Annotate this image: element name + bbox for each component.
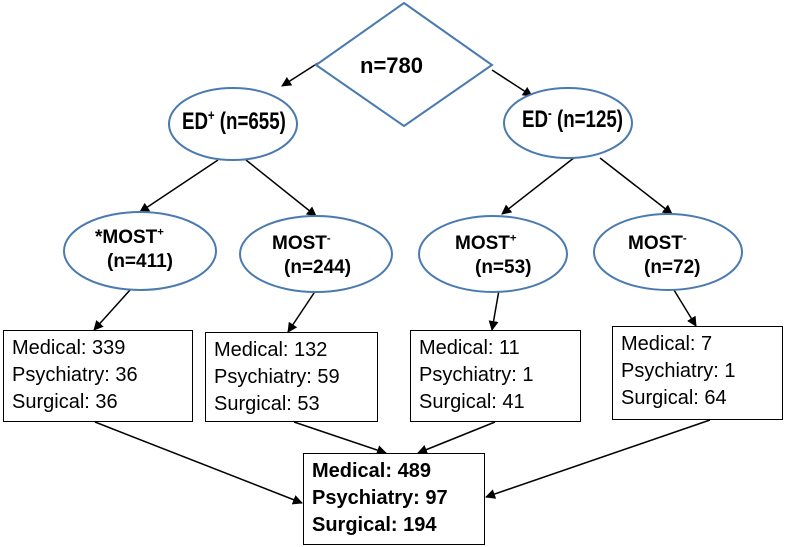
group1-box: Medical: 339 Psychiatry: 36 Surgical: 36 [3,330,193,422]
ed-neg-count: (n=125) [556,106,624,133]
group3-label: MOST+ (n=53) [455,232,532,280]
total-box: Medical: 489 Psychiatry: 97 Surgical: 19… [303,453,485,545]
group4-label: MOST- (n=72) [628,232,701,280]
group4-prefix: MOST [628,233,683,254]
group3-prefix: MOST [455,233,510,254]
group2-node [239,215,393,293]
group3-surgical: Surgical: 41 [419,391,525,413]
edge-box3-to-total [417,421,496,455]
group3-medical: Medical: 11 [419,337,520,359]
group3-box: Medical: 11 Psychiatry: 1 Surgical: 41 [410,330,581,422]
root-label: n=780 [360,53,423,78]
group2-count: (n=244) [284,257,352,278]
group3-count: (n=53) [475,257,532,278]
edge-group3-to-box3 [488,289,500,331]
group2-prefix: MOST [272,233,327,254]
group4-node [593,213,743,291]
total-surgical: Surgical: 194 [312,514,437,536]
ed-pos-node [168,87,298,161]
group2-sign: - [326,232,331,245]
group1-surgical: Surgical: 36 [12,391,118,413]
group4-box: Medical: 7 Psychiatry: 1 Surgical: 64 [612,326,783,420]
group1-count: (n=411) [107,251,174,272]
ed-pos-name: ED [182,108,209,135]
group2-psychiatry: Psychiatry: 59 [214,366,340,388]
root-diamond [314,1,494,128]
group1-psychiatry: Psychiatry: 36 [12,364,138,386]
group1-node [63,211,217,291]
ed-neg-node [503,87,633,159]
group2-label: MOST- (n=244) [272,232,351,280]
group1-medical: Medical: 339 [12,337,126,359]
total-psychiatry: Psychiatry: 97 [312,487,448,509]
group4-count: (n=72) [644,257,701,278]
ed-pos-sign: + [208,108,215,124]
edge-ed-neg-to-group4 [599,157,673,215]
edge-ed-pos-to-group2 [245,159,317,217]
edge-group1-to-box1 [93,289,131,331]
edge-box4-to-total [485,419,711,499]
group3-node [418,215,568,293]
group4-surgical: Surgical: 64 [621,387,727,409]
edge-group2-to-box2 [287,289,317,333]
group3-sign: + [509,232,517,245]
group4-sign: - [682,232,687,245]
total-medical: Medical: 489 [312,460,431,482]
ed-neg-name: ED [522,106,549,133]
group2-medical: Medical: 132 [214,339,328,361]
group1-label: *MOST+ (n=411) [95,226,173,274]
group2-box: Medical: 132 Psychiatry: 59 Surgical: 53 [205,332,378,422]
edge-root-to-ed-neg [491,69,533,97]
edge-box1-to-total [94,421,303,505]
edge-ed-neg-to-group3 [501,156,576,215]
ed-pos-label: ED+ (n=655) [182,108,286,136]
group3-psychiatry: Psychiatry: 1 [419,364,534,386]
ed-neg-sign: - [548,106,552,122]
edge-root-to-ed-pos [281,62,319,87]
group1-prefix: *MOST [95,227,158,248]
ed-pos-count: (n=655) [219,108,286,135]
group2-surgical: Surgical: 53 [214,393,320,415]
edge-group4-to-box4 [673,289,697,327]
group4-medical: Medical: 7 [621,333,713,355]
group4-psychiatry: Psychiatry: 1 [621,360,736,382]
edge-ed-pos-to-group1 [139,159,219,213]
group1-sign: + [157,226,164,239]
ed-neg-label: ED- (n=125) [522,106,623,134]
edge-box2-to-total [293,421,387,455]
